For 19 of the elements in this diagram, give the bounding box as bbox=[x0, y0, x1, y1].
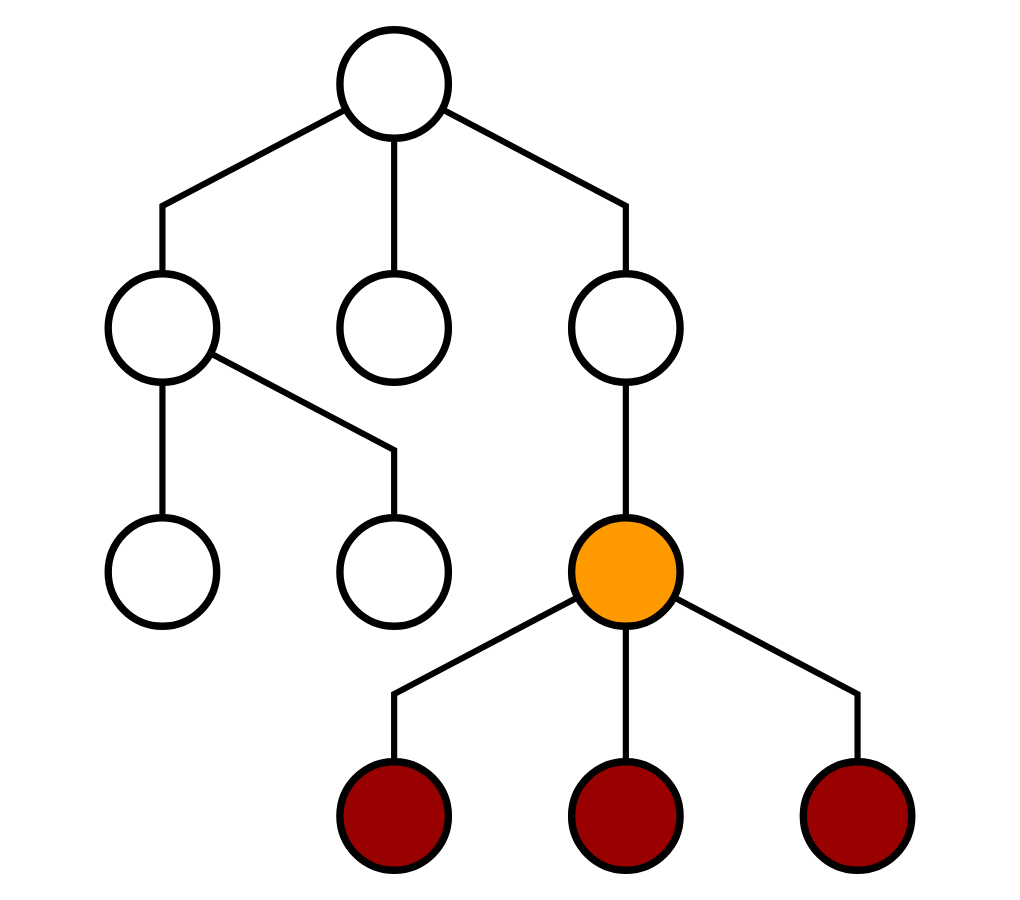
connector bbox=[622, 626, 629, 762]
node-circle bbox=[104, 514, 221, 630]
node-circle bbox=[336, 270, 453, 386]
connector bbox=[391, 138, 398, 274]
node-circle bbox=[336, 514, 453, 630]
connector bbox=[159, 382, 166, 518]
connector bbox=[622, 382, 629, 518]
node-circle bbox=[567, 270, 684, 386]
node-circle bbox=[336, 758, 453, 874]
node-circle bbox=[567, 758, 684, 874]
node-circle bbox=[799, 758, 916, 874]
connector bbox=[672, 594, 861, 762]
node-circle bbox=[567, 514, 684, 630]
node-circle bbox=[336, 26, 453, 142]
connector bbox=[440, 106, 629, 274]
connector bbox=[159, 106, 348, 274]
connector bbox=[391, 594, 580, 762]
node-circle bbox=[104, 270, 221, 386]
connector bbox=[209, 350, 398, 518]
